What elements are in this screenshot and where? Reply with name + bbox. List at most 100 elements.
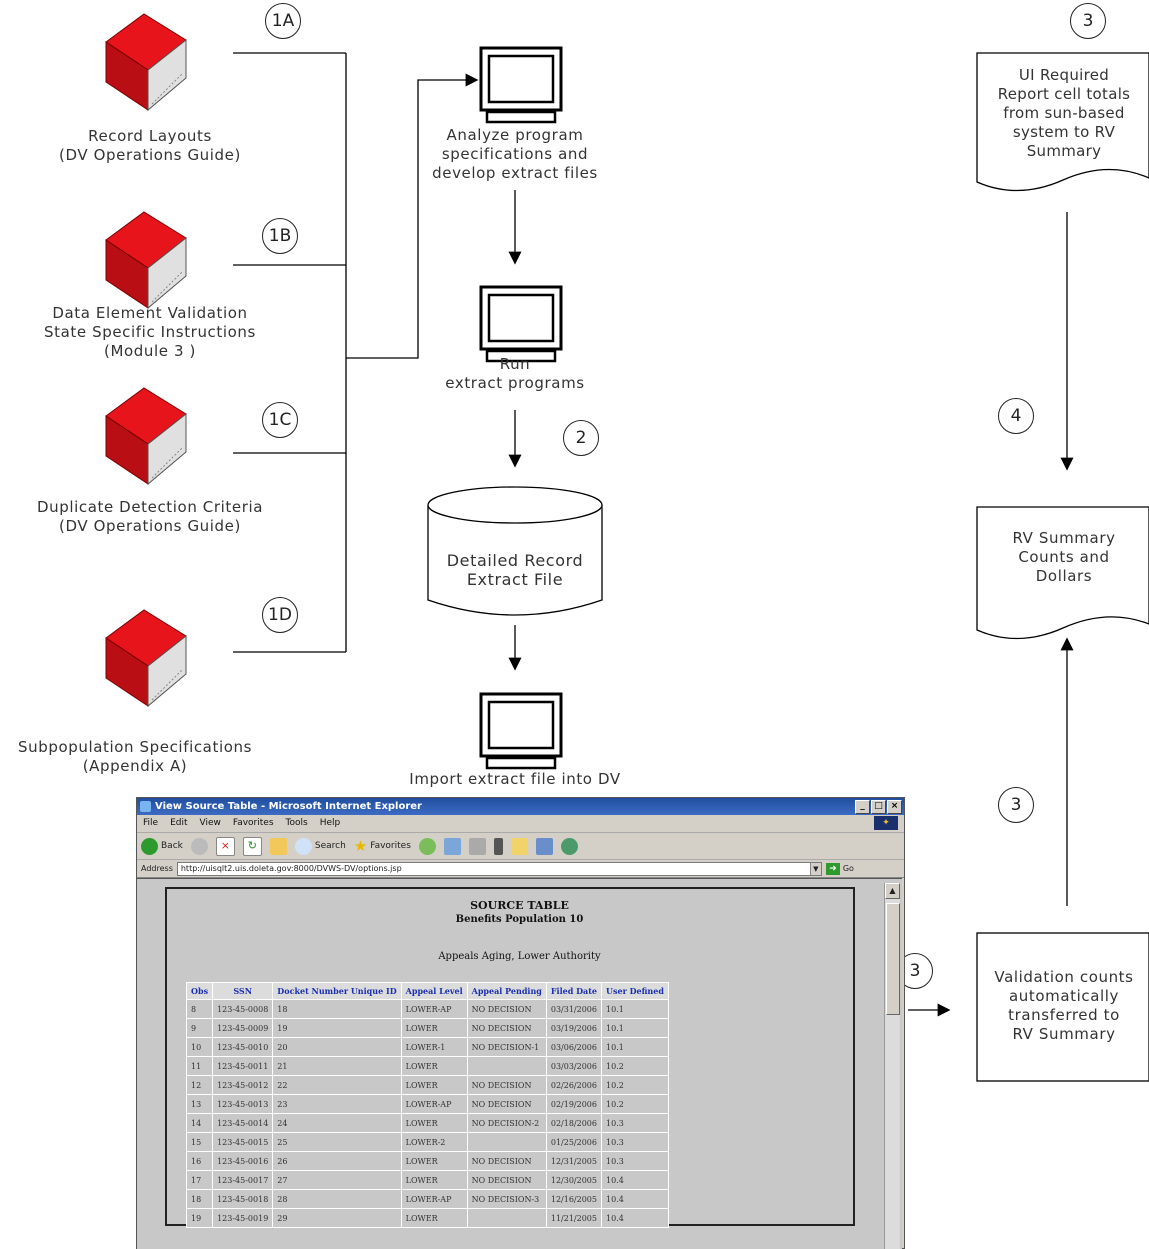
menu-edit[interactable]: Edit <box>170 818 188 828</box>
table-cell: NO DECISION <box>466 1151 547 1171</box>
table-cell: 10.1 <box>601 1018 669 1038</box>
menu-file[interactable]: File <box>143 818 159 828</box>
rv-summary-doc-shape <box>976 506 1149 640</box>
table-cell: 10.2 <box>601 1056 669 1076</box>
edit-icon[interactable] <box>493 837 503 855</box>
validation-label: Validation counts automatically transfer… <box>980 968 1148 1044</box>
table-cell: LOWER <box>400 1170 468 1190</box>
menu-favorites[interactable]: Favorites <box>232 818 274 828</box>
analyze-line: Analyze program <box>446 126 584 144</box>
table-cell: 8 <box>185 999 214 1019</box>
source-table-subtitle: Benefits Population 10 <box>455 914 584 925</box>
search-icon <box>294 837 312 855</box>
table-cell: LOWER <box>400 1151 468 1171</box>
table-cell: 123-45-0011 <box>212 1056 274 1076</box>
folder-icon[interactable] <box>510 837 528 855</box>
table-cell: 10.1 <box>601 999 669 1019</box>
table-header-cell: SSN <box>212 982 274 1000</box>
ui-required-line: from sun-based <box>1003 104 1125 122</box>
table-cell: NO DECISION-1 <box>466 1037 547 1057</box>
table-cell <box>466 1132 547 1152</box>
table-cell: LOWER <box>400 1056 468 1076</box>
menu-bar: File Edit View Favorites Tools Help ✦ <box>137 815 904 833</box>
messenger-icon[interactable] <box>535 837 553 855</box>
address-dropdown-icon[interactable]: ▼ <box>809 862 821 875</box>
table-cell: 12 <box>185 1075 214 1095</box>
vertical-scrollbar[interactable]: ▲ <box>884 883 900 1249</box>
table-cell: NO DECISION <box>466 999 547 1019</box>
duplicate-detection-line: (DV Operations Guide) <box>59 517 241 535</box>
print-icon[interactable] <box>468 837 486 855</box>
ie-icon <box>140 801 151 812</box>
table-cell: LOWER-1 <box>400 1037 468 1057</box>
address-input[interactable]: http://uisqlt2.uis.doleta.gov:8000/DVWS-… <box>176 861 822 876</box>
table-cell: LOWER <box>400 1208 468 1228</box>
record-layouts-label: Record Layouts (DV Operations Guide) <box>20 127 280 165</box>
table-cell: 25 <box>272 1132 402 1152</box>
scroll-thumb[interactable] <box>886 903 900 1015</box>
table-header-cell: Docket Number Unique ID <box>272 982 402 1000</box>
table-cell: 123-45-0009 <box>212 1018 274 1038</box>
validation-line: Validation counts <box>994 968 1134 986</box>
address-label: Address <box>141 864 173 873</box>
table-cell: 28 <box>272 1189 402 1209</box>
browser-title: View Source Table - Microsoft Internet E… <box>155 801 422 812</box>
step-2: 2 <box>563 420 599 456</box>
source-table-title: SOURCE TABLE <box>470 899 569 912</box>
table-cell: 23 <box>272 1094 402 1114</box>
table-cell: 10.1 <box>601 1037 669 1057</box>
run-line: Run <box>499 355 531 373</box>
browser-title-bar: View Source Table - Microsoft Internet E… <box>137 798 904 815</box>
back-label: Back <box>161 841 183 851</box>
source-table-section: Appeals Aging, Lower Authority <box>438 951 601 962</box>
table-cell: 123-45-0008 <box>212 999 274 1019</box>
table-cell: NO DECISION <box>466 1018 547 1038</box>
browser-window: View Source Table - Microsoft Internet E… <box>136 797 905 1249</box>
history-icon[interactable] <box>418 837 436 855</box>
import-label: Import extract file into DV <box>409 770 621 788</box>
table-cell: 123-45-0014 <box>212 1113 274 1133</box>
table-cell: 10.2 <box>601 1075 669 1095</box>
close-button[interactable]: × <box>887 800 902 814</box>
table-cell: 10 <box>185 1037 214 1057</box>
home-icon[interactable] <box>269 837 287 855</box>
stop-icon[interactable]: × <box>215 836 235 856</box>
table-cell: 10.3 <box>601 1151 669 1171</box>
menu-help[interactable]: Help <box>319 818 341 828</box>
table-cell: 123-45-0012 <box>212 1075 274 1095</box>
refresh-icon[interactable]: ↻ <box>242 836 262 856</box>
scroll-up-icon[interactable]: ▲ <box>885 883 900 899</box>
ui-required-line: Report cell totals <box>997 85 1131 103</box>
table-cell: 11/21/2005 <box>545 1208 603 1228</box>
table-cell: 12/31/2005 <box>545 1151 603 1171</box>
search-button[interactable]: Search <box>294 837 346 855</box>
mail-icon[interactable] <box>443 837 461 855</box>
forward-arrow-icon[interactable] <box>190 837 208 855</box>
table-cell: NO DECISION <box>466 1170 547 1190</box>
menu-tools[interactable]: Tools <box>285 818 308 828</box>
step-1c: 1C <box>262 402 298 438</box>
tools-icon[interactable] <box>560 837 578 855</box>
record-layouts-line: (DV Operations Guide) <box>59 146 241 164</box>
table-cell: 11 <box>185 1056 214 1076</box>
table-header-cell: Appeal Level <box>400 982 468 1000</box>
table-cell: 16 <box>185 1151 214 1171</box>
back-button[interactable]: Back <box>141 837 183 855</box>
table-cell: 03/06/2006 <box>545 1037 603 1057</box>
maximize-button[interactable]: □ <box>871 800 886 814</box>
menu-view[interactable]: View <box>199 818 221 828</box>
favorites-button[interactable]: ★Favorites <box>354 837 411 855</box>
go-button[interactable]: ➜Go <box>825 862 854 875</box>
address-value: http://uisqlt2.uis.doleta.gov:8000/DVWS-… <box>180 863 402 873</box>
table-cell: 123-45-0013 <box>212 1094 274 1114</box>
validation-line: automatically <box>1008 987 1120 1005</box>
data-element-book-icon <box>105 211 187 310</box>
table-cell: 13 <box>185 1094 214 1114</box>
search-label: Search <box>314 841 346 851</box>
table-cell: 22 <box>272 1075 402 1095</box>
duplicate-detection-book-icon <box>105 387 187 486</box>
minimize-button[interactable]: _ <box>855 800 870 814</box>
